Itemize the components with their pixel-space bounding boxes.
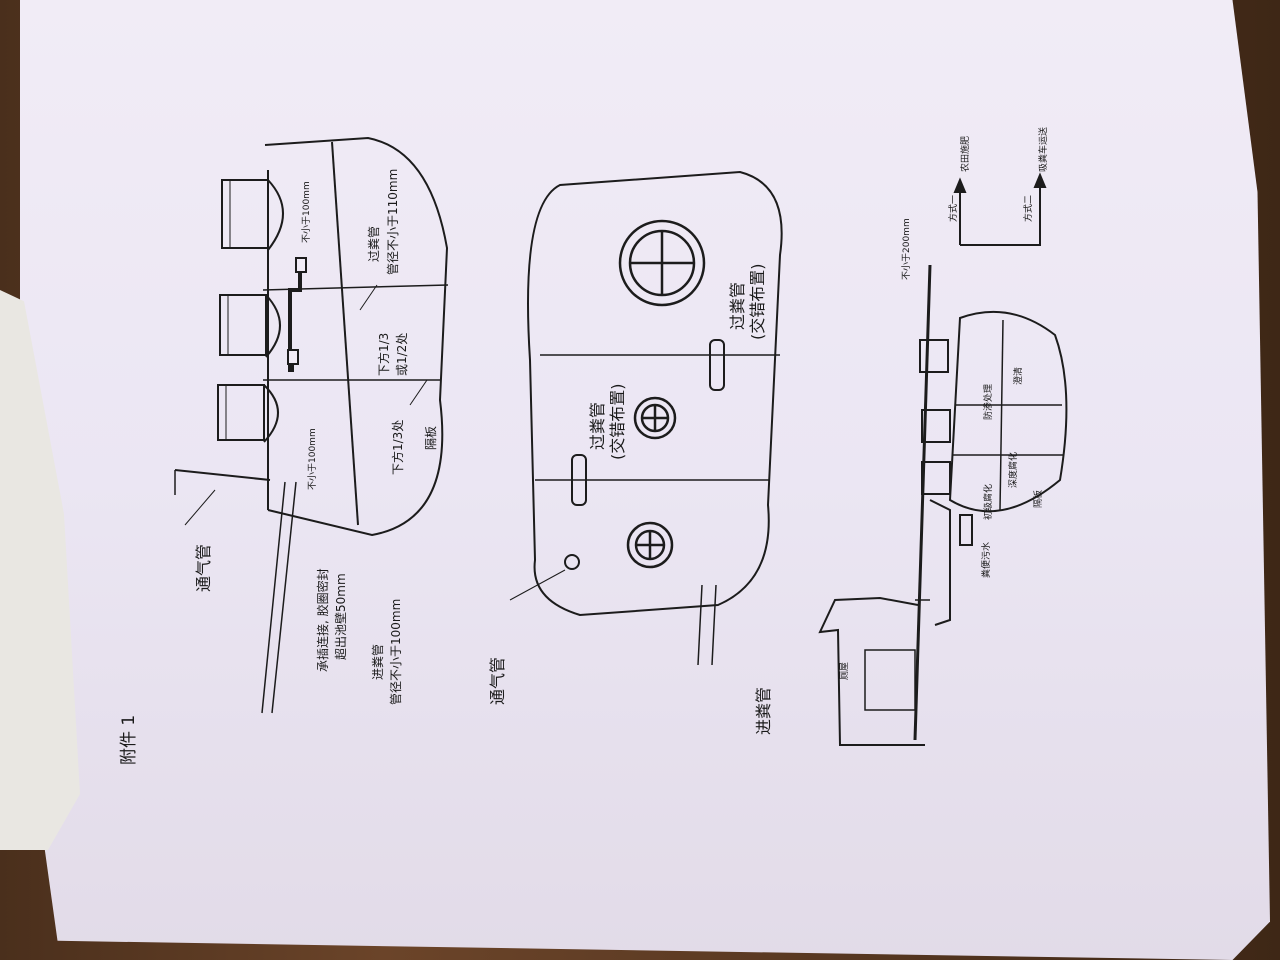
plan-inlet-pipe-label: 进粪管 [754, 686, 773, 735]
system-flow-diagram [818, 172, 1068, 746]
primary-digestion-label: 初级腐化 [984, 483, 994, 520]
plan-view-tank [509, 170, 783, 666]
flow-partition-label: 隔板 [1034, 489, 1044, 508]
transfer-pipe-b-label: 过粪管 [728, 281, 747, 330]
annex-title: 附件 1 [119, 714, 139, 765]
min-200-label: 不小于200mm [902, 218, 912, 280]
manhole-cover-1 [221, 179, 284, 251]
clarify-label: 澄清 [1014, 366, 1024, 385]
socket-joint-label: 承插连接, 胶圈密封 [316, 568, 330, 672]
partition-label: 隔板 [424, 425, 438, 450]
clearance-100-label-top: 不小于100mm [302, 181, 312, 243]
side-view-tank [174, 136, 449, 714]
extend-50mm-label: 超出池壁50mm [334, 573, 348, 660]
transfer-pipe-a-label: 过粪管 [588, 401, 607, 450]
or-half-label: 或1/2处 [395, 332, 409, 376]
transfer-pipe-diameter-label: 管径不小于110mm [386, 168, 400, 275]
inlet-pipe-diameter-label: 管径不小于100mm [389, 598, 403, 705]
inlet-pipe-label: 进粪管 [371, 643, 385, 680]
staggered-a-label: (交错布置) [608, 383, 627, 461]
toilet-label: 厕屋 [840, 661, 850, 680]
suction-truck-label: 吸粪车运送 [1039, 126, 1049, 172]
manhole-cover-3 [217, 384, 279, 443]
vent-pipe-label: 通气管 [194, 543, 213, 592]
method-one-label: 方式一 [949, 194, 959, 222]
plan-vent-pipe-label: 通气管 [488, 656, 507, 705]
farmland-label: 农田施肥 [961, 135, 971, 172]
seepage-treatment-label: 防渗处理 [984, 383, 994, 420]
deep-digestion-label: 深度腐化 [1009, 451, 1019, 488]
transfer-pipe-label: 过粪管 [367, 225, 381, 262]
clearance-100-label-bottom: 不小于100mm [308, 428, 318, 490]
manhole-cover-2 [219, 294, 281, 358]
staggered-b-label: (交错布置) [748, 263, 767, 341]
method-two-label: 方式二 [1024, 194, 1034, 222]
lower-third-label: 下方1/3 [377, 332, 391, 376]
sewage-label: 粪便污水 [982, 541, 992, 578]
lower-third-location-label: 下方1/3处 [391, 419, 405, 475]
